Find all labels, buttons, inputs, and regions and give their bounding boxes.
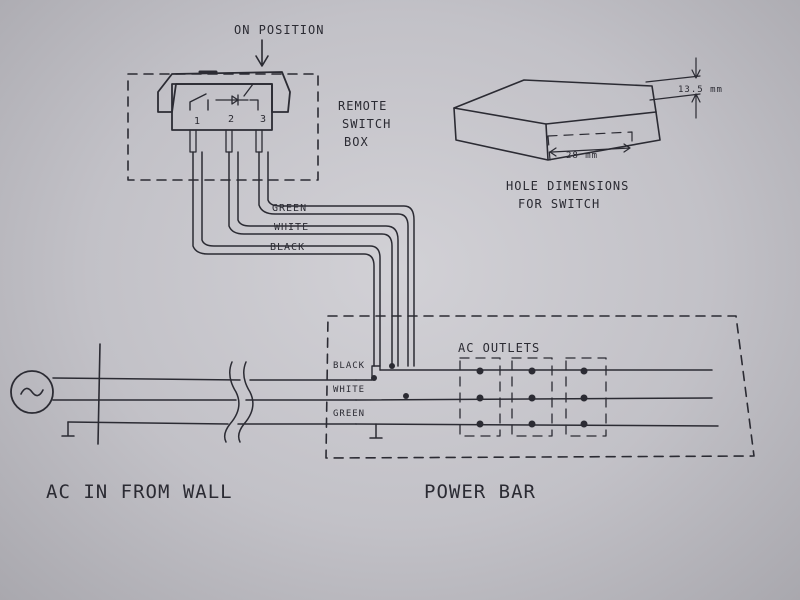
junction-dot <box>403 393 409 399</box>
wire-green-label: GREEN <box>272 203 307 214</box>
pb-line-green <box>355 423 719 427</box>
green-wire-outer <box>258 151 409 367</box>
led-lead <box>249 99 259 111</box>
block-sides <box>453 107 661 161</box>
green-wire-inner <box>267 151 415 367</box>
pb-line-black <box>355 369 713 381</box>
junction-dot <box>371 375 377 381</box>
switch-housing <box>171 83 273 131</box>
ac-outlet-1 <box>459 357 501 437</box>
ac-source <box>10 343 357 445</box>
ground-symbol-icon <box>369 423 383 439</box>
white-wire-inner <box>237 151 399 367</box>
ac-in-from-wall-label: AC IN FROM WALL <box>46 481 233 503</box>
power-bar-outline <box>325 315 755 459</box>
white-wire-outer <box>228 151 393 367</box>
led-icon <box>215 83 254 106</box>
block-top-face <box>453 79 657 125</box>
ac-source-icon <box>10 370 54 414</box>
ac-outlets-label: AC OUTLETS <box>458 341 540 355</box>
ac-line-black <box>52 377 357 381</box>
ground-symbol-icon <box>61 421 75 437</box>
terminal-2-label: 2 <box>228 114 235 125</box>
wire-white-label: WHITE <box>274 222 309 233</box>
switch-black-tap <box>371 365 381 381</box>
hole-dimensions-label: HOLE DIMENSIONS <box>506 179 629 193</box>
hole-width-label: 28 mm <box>566 151 598 161</box>
ac-line-green <box>67 421 357 425</box>
remote-switch-box: 1 2 3 <box>127 70 319 181</box>
sine-wave-icon <box>20 387 44 397</box>
rocker-switch-icon <box>157 71 291 113</box>
on-position-label: ON POSITION <box>234 23 324 37</box>
outlet-contacts <box>476 367 588 428</box>
on-position-arrow-icon <box>255 39 269 67</box>
line-break-icon <box>223 361 254 443</box>
height-dimension-arrow-icon <box>645 57 701 119</box>
wall-plug-line <box>97 343 101 445</box>
black-wire-inner <box>201 151 381 367</box>
remote-switch-box-outline <box>127 73 319 181</box>
ac-outlet-2 <box>511 357 553 437</box>
junction-dot <box>389 363 395 369</box>
black-wire-outer <box>192 151 375 367</box>
remote-label: REMOTE <box>338 99 387 113</box>
hole-dimensions-sketch <box>453 57 701 161</box>
box-label: BOX <box>344 135 369 149</box>
for-switch-label: FOR SWITCH <box>518 197 600 211</box>
pb-green-label: GREEN <box>333 409 365 419</box>
power-bar <box>325 315 755 459</box>
switch-label: SWITCH <box>342 117 391 131</box>
power-bar-label: POWER BAR <box>424 481 536 503</box>
ac-outlet-3 <box>565 357 607 437</box>
terminal-3-label: 3 <box>260 114 267 125</box>
terminal-pins <box>189 129 263 153</box>
pb-black-label: BLACK <box>333 361 365 371</box>
switch-cable <box>192 151 415 367</box>
terminal-1-label: 1 <box>194 116 201 127</box>
switch-contact-icon <box>189 93 209 111</box>
width-dimension-arrow-icon <box>549 143 631 157</box>
pb-white-label: WHITE <box>333 385 365 395</box>
wire-black-label: BLACK <box>270 242 305 253</box>
hole-height-label: 13.5 mm <box>678 85 723 95</box>
hole-outline-dashed <box>547 131 633 161</box>
